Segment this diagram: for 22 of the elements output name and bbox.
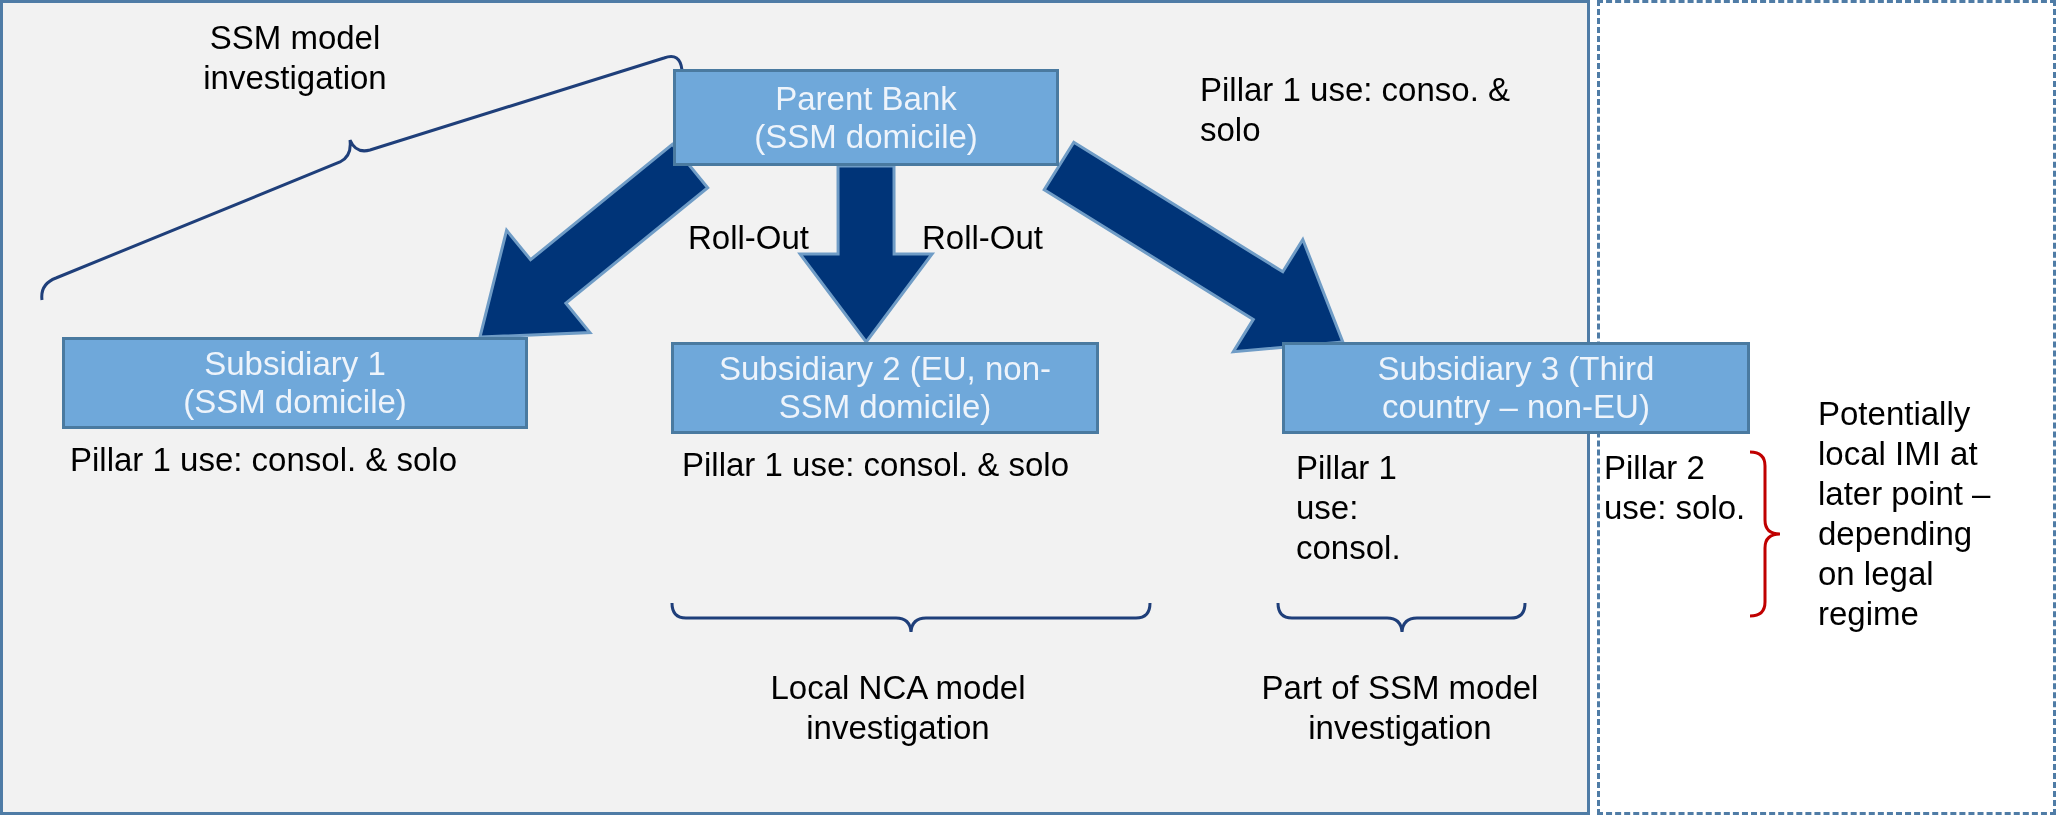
roll-out-label: Roll-Out	[688, 218, 811, 258]
entity-box	[62, 337, 528, 429]
bracket-label: Part of SSM model investigation	[1260, 668, 1540, 748]
note-text: Pillar 2 use: solo.	[1604, 448, 1747, 528]
usage-note: Pillar 1 use: consol.	[1296, 448, 1402, 568]
block-arrow	[797, 164, 936, 345]
bracket-label: SSM model investigation	[202, 18, 388, 98]
entity-box	[671, 342, 1099, 434]
entity-name: Parent Bank (SSM domicile)	[753, 79, 979, 156]
roll-out-label: Roll-Out	[922, 218, 1045, 258]
bracket-label: Local NCA model investigation	[769, 668, 1027, 748]
block-arrow	[478, 142, 710, 339]
usage-note: Pillar 1 use: conso. & solo	[1200, 70, 1511, 150]
entity-name: Subsidiary 3 (Third country – non-EU)	[1376, 350, 1656, 426]
entity-name: Subsidiary 1 (SSM domicile)	[182, 345, 408, 421]
entity-box	[1282, 342, 1750, 434]
usage-note: Pillar 1 use: consol. & solo	[70, 440, 459, 480]
entity-box	[673, 69, 1059, 166]
usage-note: Pillar 1 use: consol. & solo	[682, 445, 1071, 485]
note-text: Potentially local IMI at later point – depending on legal regime	[1818, 394, 1992, 634]
entity-name: Subsidiary 2 (EU, non-SSM domicile)	[718, 350, 1052, 426]
block-arrow	[1042, 140, 1345, 354]
